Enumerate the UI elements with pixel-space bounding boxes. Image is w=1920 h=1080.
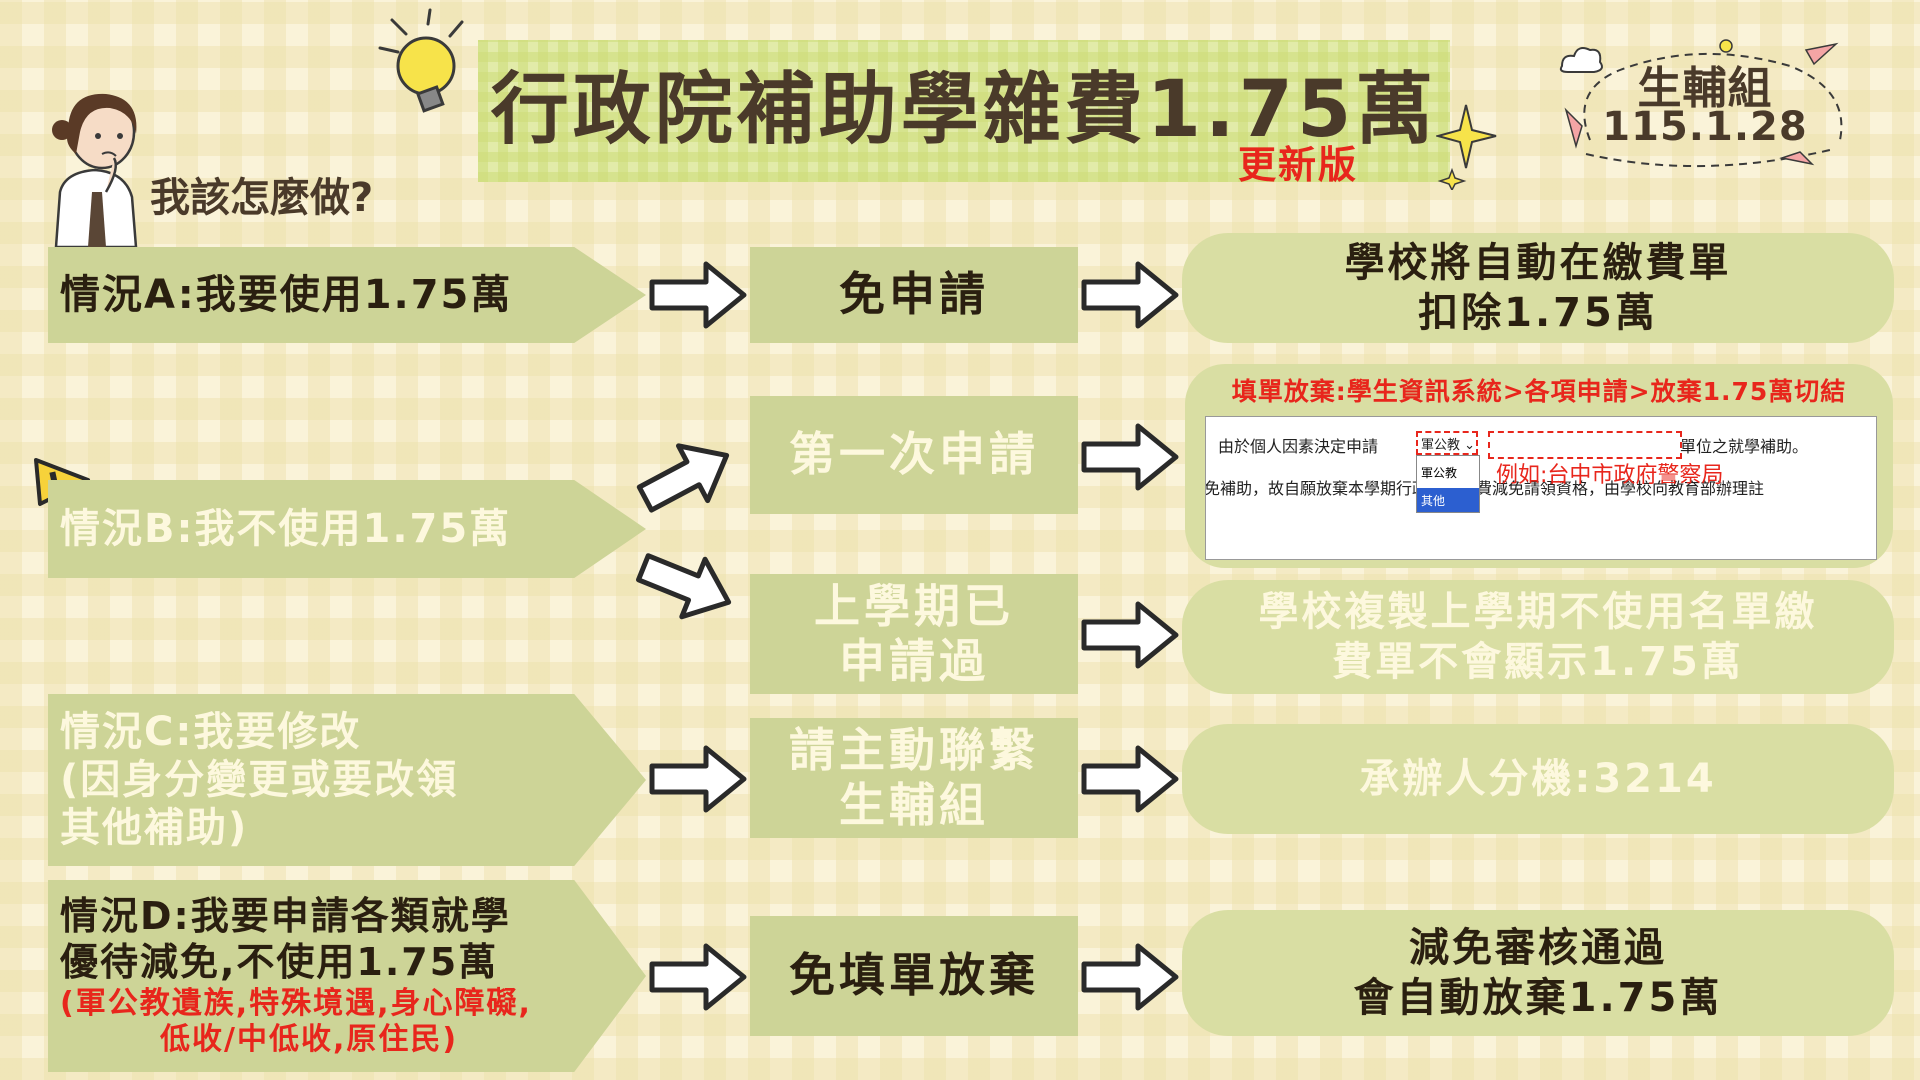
case-c-action: 請主動聯繫 生輔組 (750, 718, 1078, 838)
arrow-right-icon (1080, 940, 1180, 1014)
date-tag: 115.1.28 (1602, 104, 1808, 150)
case-c-label: 情況C:我要修改 (因身分變更或要改領 其他補助) (48, 694, 646, 866)
sparkle-icon (1436, 104, 1497, 190)
form-line2: 免補助，故自願放棄本學期行政院學雜費減免請領資格，由學校向教育部辦理註 (1205, 479, 1765, 498)
lightbulb-icon (378, 8, 464, 113)
arrow-right-icon (648, 940, 748, 1014)
arrow-right-icon (648, 742, 748, 816)
waiver-form-screenshot: 由於個人因素決定申請 軍公教 ⌄ 單位之就學補助。 免補助，故自願放棄本學期行政… (1205, 416, 1877, 560)
arrow-right-icon (1080, 742, 1180, 816)
arrow-right-icon (648, 258, 748, 332)
paper-plane-icon (1804, 42, 1839, 66)
version-label: 更新版 (1238, 143, 1359, 187)
example-hint: 例如:台中市政府警察局 (1496, 463, 1724, 488)
case-a-action: 免申請 (750, 247, 1078, 343)
dropdown-option[interactable]: 軍公教 (1421, 465, 1458, 480)
org-tag: 生輔組 (1637, 63, 1773, 114)
case-c-result: 承辦人分機:3214 (1182, 724, 1894, 834)
case-a-label: 情況A:我要使用1.75萬 (48, 247, 646, 343)
unit-dropdown-options: 軍公教 其他 (1416, 455, 1480, 513)
unit-name-input[interactable] (1488, 431, 1682, 459)
arrow-right-icon (624, 421, 747, 533)
dropdown-option-selected[interactable]: 其他 (1417, 488, 1479, 512)
case-d-result: 減免審核通過 會自動放棄1.75萬 (1182, 910, 1894, 1036)
tag-decoration (1559, 39, 1843, 168)
title-banner (478, 40, 1450, 182)
case-a-result: 學校將自動在繳費單 扣除1.75萬 (1182, 233, 1894, 343)
form-line1-suffix: 單位之就學補助。 (1680, 437, 1809, 456)
question-heading: 我該怎麼做? (150, 175, 374, 221)
case-b-first-action: 第一次申請 (750, 396, 1078, 514)
page-title: 行政院補助學雜費1.75萬 (490, 65, 1438, 155)
case-b-second-result: 學校複製上學期不使用名單繳 費單不會顯示1.75萬 (1182, 580, 1894, 694)
arrow-right-icon (1080, 598, 1180, 672)
arrow-right-icon (1080, 258, 1180, 332)
unit-dropdown[interactable]: 軍公教 ⌄ (1416, 431, 1478, 455)
arrow-right-icon (1080, 420, 1180, 494)
arrow-right-icon (626, 532, 746, 638)
case-b-second-action: 上學期已 申請過 (750, 574, 1078, 694)
sun-icon (1719, 39, 1733, 53)
thinking-girl-icon (52, 93, 138, 247)
case-d-label: 情況D:我要申請各類就學 優待減免,不使用1.75萬 (軍公教遺族,特殊境遇,身… (48, 880, 646, 1072)
form-instruction: 填單放棄:學生資訊系統>各項申請>放棄1.75萬切結 (1231, 377, 1847, 406)
case-d-action: 免填單放棄 (750, 916, 1078, 1036)
case-b-label: 情況B:我不使用1.75萬 (48, 480, 646, 578)
form-line1-prefix: 由於個人因素決定申請 (1218, 437, 1379, 456)
cloud-icon (1559, 47, 1603, 73)
